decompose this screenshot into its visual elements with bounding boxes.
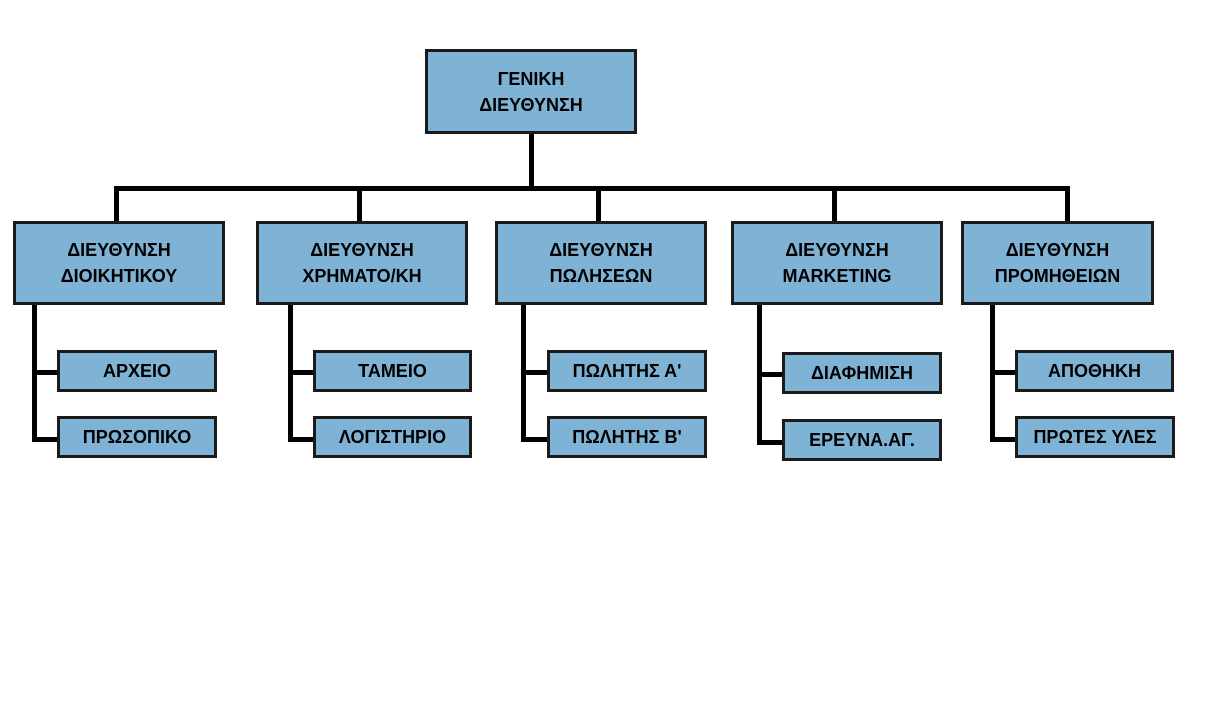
dept-box-finance: ΔΙΕΥΘΥΝΣΗ ΧΡΗΜΑΤΟ/ΚΗ	[256, 221, 468, 305]
branch-tick-line	[757, 440, 784, 445]
unit-box: ΑΡΧΕΙΟ	[57, 350, 217, 392]
dept-label-line1: ΔΙΕΥΘΥΝΣΗ	[67, 240, 171, 260]
branch-tick-line	[757, 372, 784, 377]
unit-box: ΛΟΓΙΣΤΗΡΙΟ	[313, 416, 472, 458]
dept-drop-line	[596, 186, 601, 223]
branch-tick-line	[288, 437, 315, 442]
dept-label: ΔΙΕΥΘΥΝΣΗ ΔΙΟΙΚΗΤΙΚΟΥ	[61, 237, 178, 289]
branch-tick-line	[990, 437, 1017, 442]
unit-box: ΤΑΜΕΙΟ	[313, 350, 472, 392]
dept-label-line1: ΔΙΕΥΘΥΝΣΗ	[1005, 240, 1110, 260]
unit-box: ΑΠΟΘΗΚΗ	[1015, 350, 1174, 392]
dept-drop-line	[357, 186, 362, 223]
dept-label-line2: ΔΙΟΙΚΗΤΙΚΟΥ	[60, 266, 178, 286]
dept-label: ΔΙΕΥΘΥΝΣΗ MARKETING	[783, 237, 892, 289]
branch-tick-line	[990, 370, 1017, 375]
dept-label: ΔΙΕΥΘΥΝΣΗ ΠΡΟΜΗΘΕΙΩΝ	[995, 237, 1120, 289]
branch-tick-line	[521, 437, 549, 442]
branch-tick-line	[521, 370, 549, 375]
root-label: ΓΕΝΙΚΗ ΔΙΕΥΘΥΝΣΗ	[479, 66, 583, 118]
dept-label: ΔΙΕΥΘΥΝΣΗ ΧΡΗΜΑΤΟ/ΚΗ	[302, 237, 421, 289]
root-label-line1: ΓΕΝΙΚΗ	[497, 68, 565, 89]
root-box: ΓΕΝΙΚΗ ΔΙΕΥΘΥΝΣΗ	[425, 49, 637, 134]
dept-label-line2: MARKETING	[782, 266, 892, 286]
unit-box: ΕΡΕΥΝΑ.ΑΓ.	[782, 419, 942, 461]
dept-label-line2: ΠΩΛΗΣΕΩΝ	[549, 266, 653, 286]
dept-label: ΔΙΕΥΘΥΝΣΗ ΠΩΛΗΣΕΩΝ	[549, 237, 653, 289]
dept-box-sales: ΔΙΕΥΘΥΝΣΗ ΠΩΛΗΣΕΩΝ	[495, 221, 707, 305]
dept-label-line2: ΧΡΗΜΑΤΟ/ΚΗ	[302, 266, 422, 286]
dept-drop-line	[1065, 186, 1070, 223]
unit-box: ΠΩΛΗΤΗΣ Β'	[547, 416, 707, 458]
dept-box-marketing: ΔΙΕΥΘΥΝΣΗ MARKETING	[731, 221, 943, 305]
dept-label-line1: ΔΙΕΥΘΥΝΣΗ	[785, 240, 889, 260]
dept-box-administration: ΔΙΕΥΘΥΝΣΗ ΔΙΟΙΚΗΤΙΚΟΥ	[13, 221, 225, 305]
horizontal-bus-line	[114, 186, 1070, 191]
unit-box: ΠΩΛΗΤΗΣ Α'	[547, 350, 707, 392]
unit-box: ΠΡΩΣΟΠΙΚΟ	[57, 416, 217, 458]
dept-drop-line	[832, 186, 837, 223]
branch-tick-line	[288, 370, 315, 375]
dept-box-procurement: ΔΙΕΥΘΥΝΣΗ ΠΡΟΜΗΘΕΙΩΝ	[961, 221, 1154, 305]
dept-label-line2: ΠΡΟΜΗΘΕΙΩΝ	[994, 266, 1121, 286]
branch-tick-line	[32, 370, 59, 375]
unit-box: ΠΡΩΤΕΣ ΥΛΕΣ	[1015, 416, 1175, 458]
root-stem-line	[529, 133, 534, 189]
dept-drop-line	[114, 186, 119, 223]
branch-tick-line	[32, 437, 59, 442]
unit-box: ΔΙΑΦΗΜΙΣΗ	[782, 352, 942, 394]
dept-label-line1: ΔΙΕΥΘΥΝΣΗ	[310, 240, 414, 260]
dept-label-line1: ΔΙΕΥΘΥΝΣΗ	[549, 240, 653, 260]
root-label-line2: ΔΙΕΥΘΥΝΣΗ	[479, 94, 583, 115]
